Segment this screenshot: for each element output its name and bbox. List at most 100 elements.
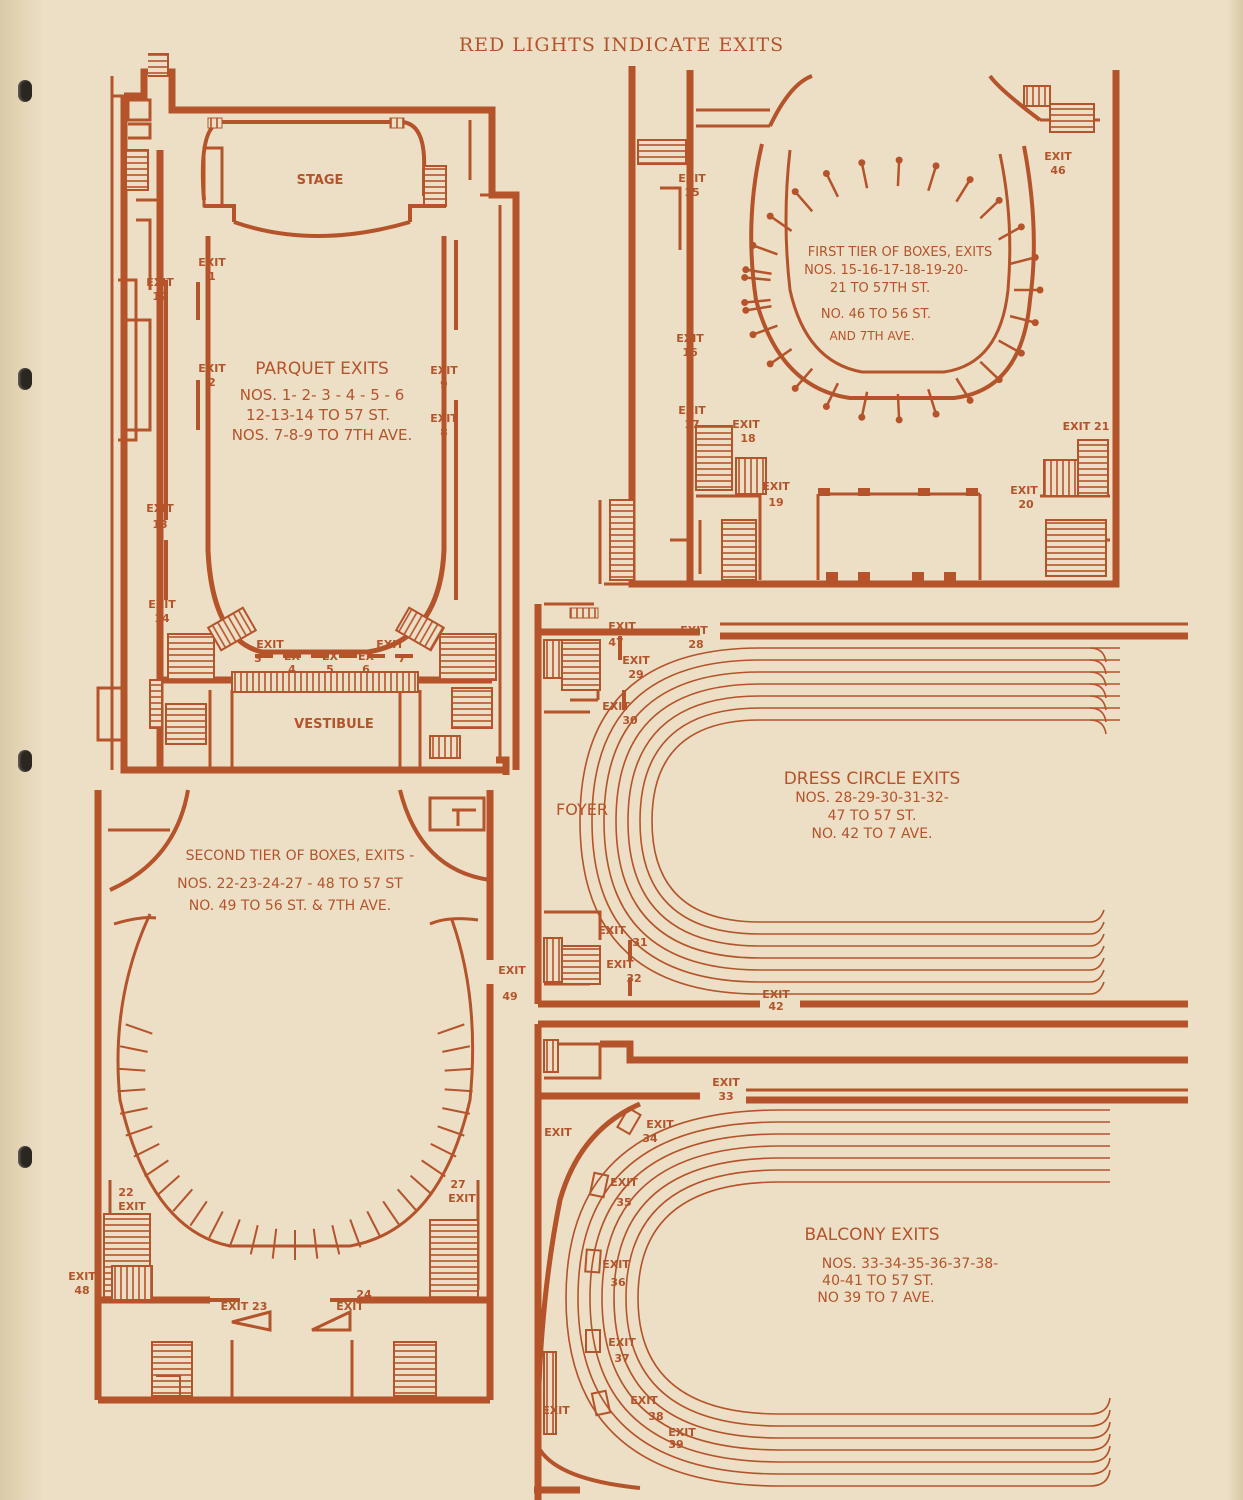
box-partition <box>331 1225 341 1255</box>
box-partition <box>927 388 938 415</box>
exit-label: EXIT <box>668 1426 696 1439</box>
box-seat <box>1031 319 1039 327</box>
box-seat <box>895 156 903 164</box>
box-seat <box>966 176 974 184</box>
box-partition <box>437 1125 465 1137</box>
box-seat <box>766 360 774 368</box>
box-partition <box>998 339 1022 355</box>
box-seat <box>766 212 774 220</box>
balcony-plan: BALCONY EXITS NOS. 33-34-35-36-37-38- 40… <box>534 1020 1188 1500</box>
box-partition <box>349 1219 362 1248</box>
exit-label: EXIT <box>646 1118 674 1131</box>
exit-number: 9 <box>440 378 448 391</box>
seat-row <box>565 1109 1111 1487</box>
box-seat <box>822 403 830 411</box>
box-partition <box>157 1174 181 1196</box>
exit-label: EXIT <box>542 1404 570 1417</box>
box-seat <box>995 376 1003 384</box>
seat-row <box>577 1121 1111 1475</box>
exit-label: EXIT <box>146 502 174 515</box>
exit-label: EX <box>322 650 339 663</box>
balcony-line: 40-41 TO 57 ST. <box>822 1273 934 1289</box>
balcony-rows <box>565 1109 1111 1487</box>
first-tier-line: NOS. 15-16-17-18-19-20- <box>804 263 968 278</box>
exit-label: EXIT 21 <box>1063 420 1110 433</box>
exit-label: EXIT <box>118 1200 146 1213</box>
box-partition <box>896 160 901 187</box>
exit-label: EXIT <box>630 1394 658 1407</box>
box-seat <box>932 162 940 170</box>
box-partition <box>769 348 793 365</box>
box-partition <box>271 1228 278 1259</box>
box-partition <box>119 1045 148 1053</box>
exit-label: EXIT <box>678 404 706 417</box>
exit-label: EXIT <box>68 1270 96 1283</box>
box-partition <box>396 1188 418 1212</box>
vestibule-label: VESTIBULE <box>294 717 374 732</box>
exit-number: 36 <box>610 1276 626 1289</box>
exit-label: EXIT <box>762 480 790 493</box>
box-partition <box>444 1067 473 1072</box>
first-tier-line: 21 TO 57TH ST. <box>830 281 930 296</box>
exit-label: EXIT <box>602 1258 630 1271</box>
exit-number: 48 <box>74 1284 89 1297</box>
box-partition <box>1009 314 1036 324</box>
parquet-title: PARQUET EXITS <box>255 359 389 379</box>
exit-label: EXIT <box>598 924 626 937</box>
box-partition <box>437 1023 465 1035</box>
seat-row <box>613 1157 1111 1439</box>
exit-number: 7 <box>398 652 406 665</box>
box-partition <box>133 1142 160 1158</box>
exit-label: EXIT <box>732 418 760 431</box>
exit-number: 31 <box>632 936 647 949</box>
exit-number: 18 <box>740 432 755 445</box>
box-partition <box>752 324 778 336</box>
box-partition <box>825 382 840 408</box>
box-seat <box>1031 253 1039 261</box>
box-seat <box>858 159 866 167</box>
dress-circle-line: NO. 42 TO 7 AVE. <box>811 826 932 842</box>
binding-ring <box>18 368 32 390</box>
exit-number: 47 <box>608 636 623 649</box>
exit-number: 17 <box>684 418 699 431</box>
box-partition <box>366 1210 382 1239</box>
exit-label: EXIT <box>1044 150 1072 163</box>
box-partition <box>117 1067 146 1072</box>
exit-label: EXIT <box>376 638 404 651</box>
box-partition <box>430 1142 457 1158</box>
exit-label: EXIT <box>430 412 458 425</box>
exit-number: 15 <box>684 186 699 199</box>
exit-number: 16 <box>682 346 698 359</box>
box-seat <box>822 169 830 177</box>
exit-number: 38 <box>648 1410 663 1423</box>
exit-number: 20 <box>1018 498 1034 511</box>
exit-number: 5 <box>326 663 334 676</box>
second-tier-line: NOS. 22-23-24-27 - 48 TO 57 ST <box>177 876 403 892</box>
box-partition <box>794 367 814 390</box>
box-partition <box>312 1228 319 1259</box>
stage-label: STAGE <box>297 173 344 188</box>
exit-number: 32 <box>626 972 641 985</box>
exit-label: EXIT <box>678 172 706 185</box>
box-partition <box>228 1219 241 1248</box>
dress-circle-rows <box>579 647 1120 995</box>
second-tier-plan: SECOND TIER OF BOXES, EXITS - NOS. 22-23… <box>68 789 526 1404</box>
box-seat <box>741 273 749 281</box>
exit-number: 35 <box>616 1196 631 1209</box>
box-partition <box>125 1023 153 1035</box>
box-seat <box>749 331 757 339</box>
box-partition <box>825 172 840 198</box>
exit-number: 22 <box>118 1186 133 1199</box>
exit-number: 46 <box>1050 164 1066 177</box>
box-seat <box>1036 286 1044 294</box>
exit-label: EXIT <box>712 1076 740 1089</box>
page-edge-shadow <box>1227 0 1243 1500</box>
second-tier-line: NO. 49 TO 56 ST. & 7TH AVE. <box>189 898 391 914</box>
first-tier-line: NO. 46 TO 56 ST. <box>821 307 931 322</box>
balcony-line: NO 39 TO 7 AVE. <box>817 1290 934 1306</box>
exit-number: 8 <box>440 426 448 439</box>
exit-label: EX <box>358 650 375 663</box>
exit-number: 13 <box>152 518 167 531</box>
balcony-title: BALCONY EXITS <box>804 1225 939 1245</box>
